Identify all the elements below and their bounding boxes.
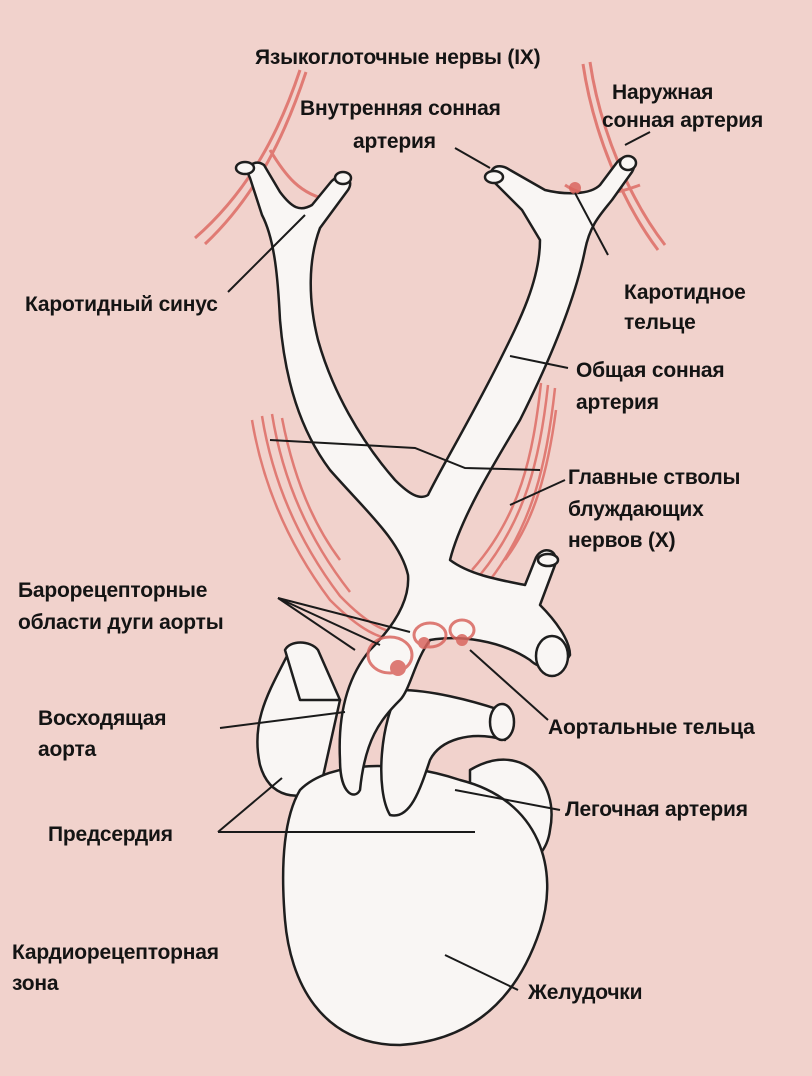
leader-carotid-body — [574, 192, 609, 256]
label-atria: Предсердия — [48, 823, 173, 846]
label-common-carotid-line2: артерия — [576, 391, 659, 414]
leader-ventricles — [444, 954, 519, 991]
label-vagus-line3: нервов (X) — [568, 529, 676, 552]
leader-atria-1 — [217, 777, 283, 833]
ventricles-shape — [281, 764, 549, 1047]
leader-baroreceptor-3 — [277, 597, 356, 651]
label-ascending-aorta-line1: Восходящая — [38, 707, 167, 730]
label-cardioreceptor-line2: зона — [12, 972, 59, 995]
label-external-carotid-line2: сонная артерия — [602, 109, 764, 132]
leader-lines — [217, 131, 651, 991]
ascending-aorta-stub — [283, 641, 342, 702]
label-carotid-sinus: Каротидный синус — [25, 293, 218, 316]
leader-baroreceptor-1 — [277, 597, 381, 646]
label-common-carotid-line1: Общая сонная — [576, 359, 725, 382]
leader-pulmonary-artery — [454, 789, 561, 811]
label-internal-carotid-line2: артерия — [353, 130, 436, 153]
label-cardioreceptor-line1: Кардиорецепторная — [12, 941, 219, 964]
label-internal-carotid-line1: Внутренняя сонная — [300, 97, 501, 120]
leader-common-carotid — [509, 355, 569, 369]
label-vagus-line1: Главные стволы — [568, 466, 741, 489]
leader-baroreceptor-2 — [277, 597, 411, 633]
leader-carotid-sinus — [227, 214, 306, 293]
label-baroreceptor-line1: Барорецепторные — [18, 579, 208, 602]
leader-internal-carotid — [454, 147, 491, 169]
leader-ascending-aorta — [219, 711, 346, 729]
leader-vagus-right — [509, 479, 566, 506]
leader-vagus-left — [269, 439, 541, 471]
label-ascending-aorta-line2: аорта — [38, 738, 97, 761]
vessels — [234, 154, 638, 1047]
label-carotid-body-line1: Каротидное — [624, 281, 746, 304]
label-glossopharyngeal-nerves: Языкоглоточные нервы (IX) — [255, 46, 541, 69]
pulmonary-trunk — [380, 688, 507, 817]
label-external-carotid-line1: Наружная — [612, 81, 714, 104]
label-vagus-line2: блуждающих — [568, 498, 704, 521]
label-ventricles: Желудочки — [528, 981, 643, 1004]
label-carotid-body-line2: тельце — [624, 311, 696, 334]
label-pulmonary-artery: Легочная артерия — [565, 798, 748, 821]
leader-external-carotid — [624, 131, 651, 146]
leader-aortic-bodies — [469, 649, 549, 721]
label-baroreceptor-line2: области дуги аорты — [18, 611, 224, 634]
label-aortic-bodies: Аортальные тельца — [548, 716, 755, 739]
receptor-areas — [366, 182, 581, 676]
